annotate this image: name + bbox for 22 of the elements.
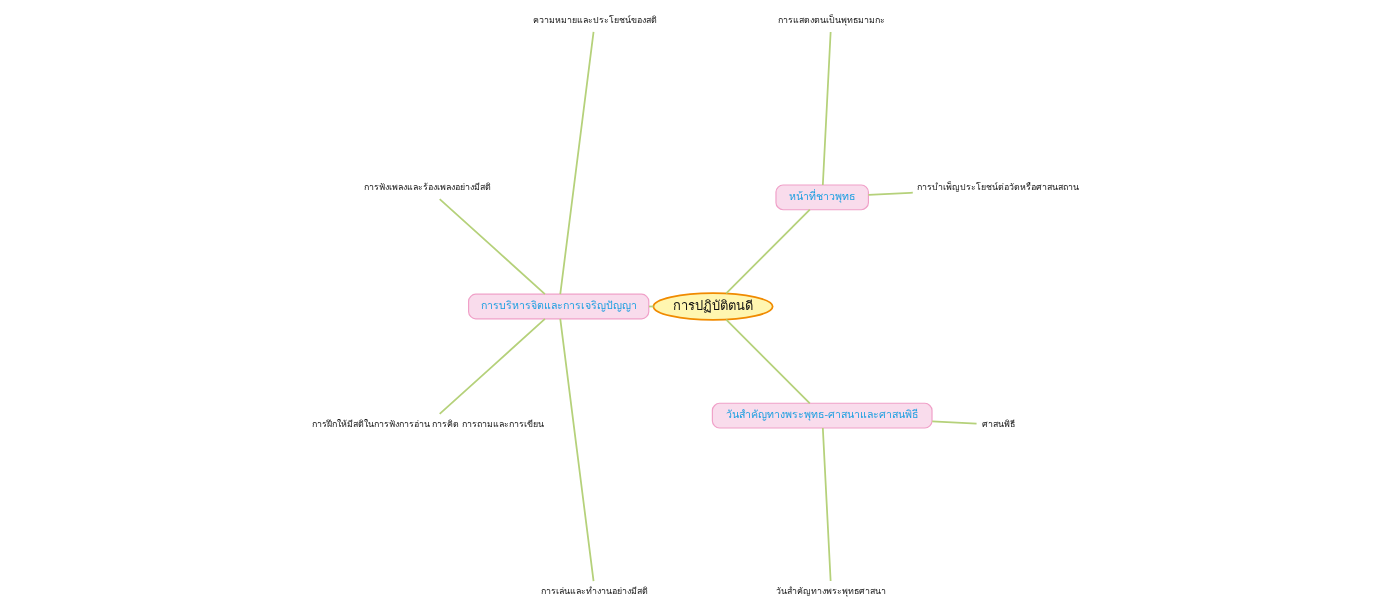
node-text: ศาสนพิธี xyxy=(981,418,1015,429)
connector xyxy=(821,427,832,582)
connector xyxy=(438,318,546,415)
node-text: การบำเพ็ญประโยชน์ต่อวัดหรือศาสนสถาน xyxy=(916,182,1079,193)
connector xyxy=(558,31,594,295)
node-text: การฝึกให้มีสติในการฟังการอ่าน การคิด การถามและการเขียน xyxy=(311,418,544,429)
connector xyxy=(930,420,977,425)
node-text: การแสดงตนเป็นพุทธมามกะ xyxy=(777,15,885,26)
connector xyxy=(724,208,811,295)
connector xyxy=(438,198,546,295)
connector xyxy=(867,191,914,196)
node-text: การฟังเพลงและร้องเพลงอย่างมีสติ xyxy=(363,182,491,193)
node-ellipse: การปฏิบัติตนดี xyxy=(652,292,774,321)
node-box: วันสำคัญทางพระพุทธ-ศาสนาและศาสนพิธี xyxy=(711,402,933,429)
node-box: หน้าที่ชาวพุทธ xyxy=(774,184,869,211)
connector xyxy=(724,318,811,405)
node-text: ความหมายและประโยชน์ของสติ xyxy=(532,15,657,26)
node-box: การบริหารจิตและการเจริญปัญญา xyxy=(467,293,649,320)
connector xyxy=(821,31,832,186)
connector xyxy=(558,318,594,582)
node-text: การเล่นและทำงานอย่างมีสติ xyxy=(540,585,648,596)
node-text: วันสำคัญทางพระพุทธศาสนา xyxy=(775,585,886,596)
